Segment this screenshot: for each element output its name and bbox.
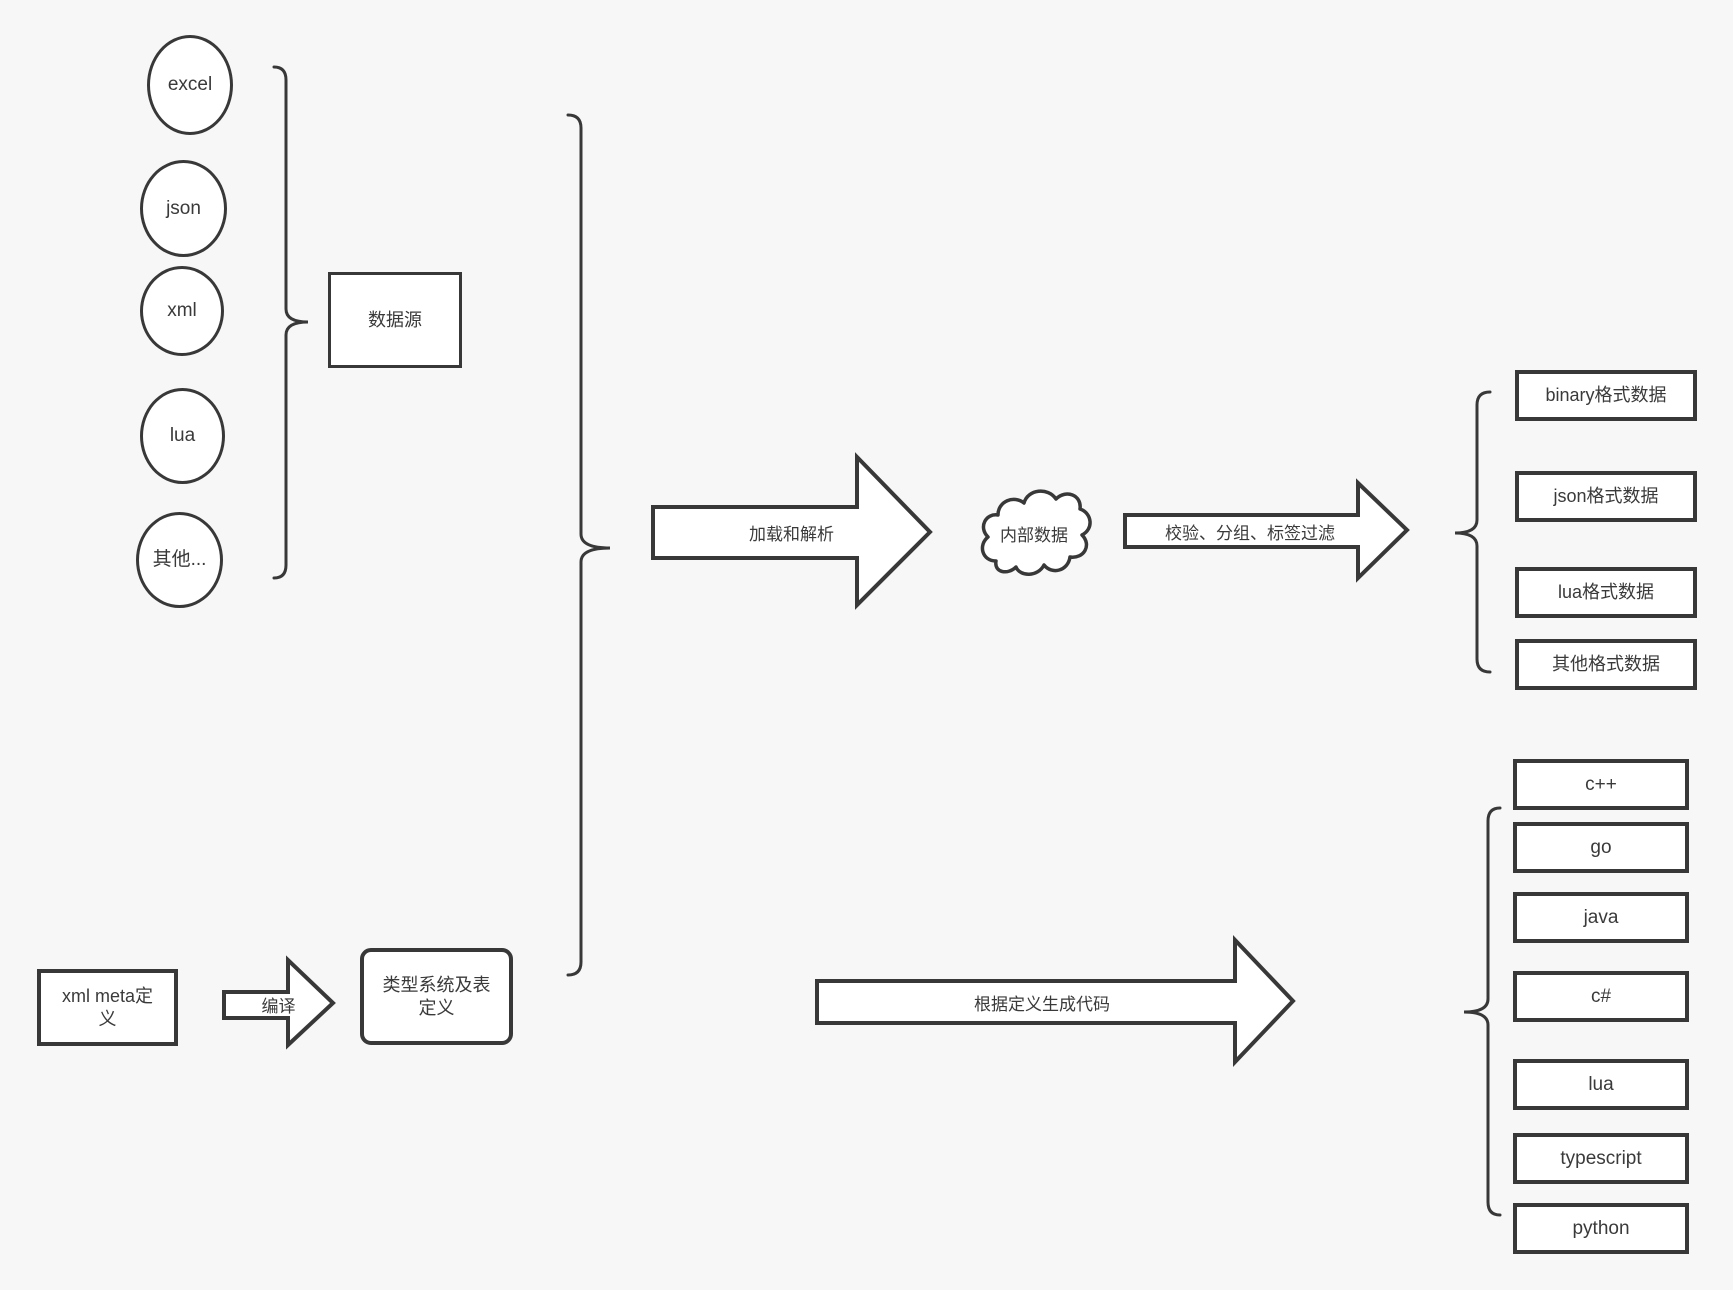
language-box-java: java <box>1513 892 1689 943</box>
output-box-binary: binary格式数据 <box>1515 370 1697 421</box>
output-box-other: 其他格式数据 <box>1515 639 1697 690</box>
source-ellipse-xml: xml <box>140 266 224 356</box>
type-system-box: 类型系统及表定义 <box>360 948 513 1045</box>
output-formats-brace <box>1454 390 1492 674</box>
output-box-json: json格式数据 <box>1515 471 1697 522</box>
sources-brace <box>272 65 309 580</box>
language-box-go: go <box>1513 822 1689 873</box>
compile-arrow <box>222 955 336 1050</box>
source-ellipse-excel: excel <box>147 35 233 135</box>
validate-filter-arrow <box>1123 478 1410 583</box>
language-box-csharp: c# <box>1513 971 1689 1022</box>
language-box-typescript: typescript <box>1513 1133 1689 1184</box>
source-ellipse-other: 其他... <box>136 512 223 608</box>
codegen-arrow <box>815 934 1296 1068</box>
source-ellipse-json: json <box>140 160 227 257</box>
load-parse-arrow <box>651 452 933 610</box>
language-box-cpp: c++ <box>1513 759 1689 810</box>
source-ellipse-lua: lua <box>140 388 225 484</box>
load-input-brace <box>566 113 611 977</box>
xml-meta-box: xml meta定义 <box>37 969 178 1046</box>
data-source-box: 数据源 <box>328 272 462 368</box>
internal-data-cloud <box>980 489 1092 576</box>
languages-brace <box>1463 806 1502 1217</box>
output-box-lua: lua格式数据 <box>1515 567 1697 618</box>
language-box-lua: lua <box>1513 1059 1689 1110</box>
language-box-python: python <box>1513 1203 1689 1254</box>
